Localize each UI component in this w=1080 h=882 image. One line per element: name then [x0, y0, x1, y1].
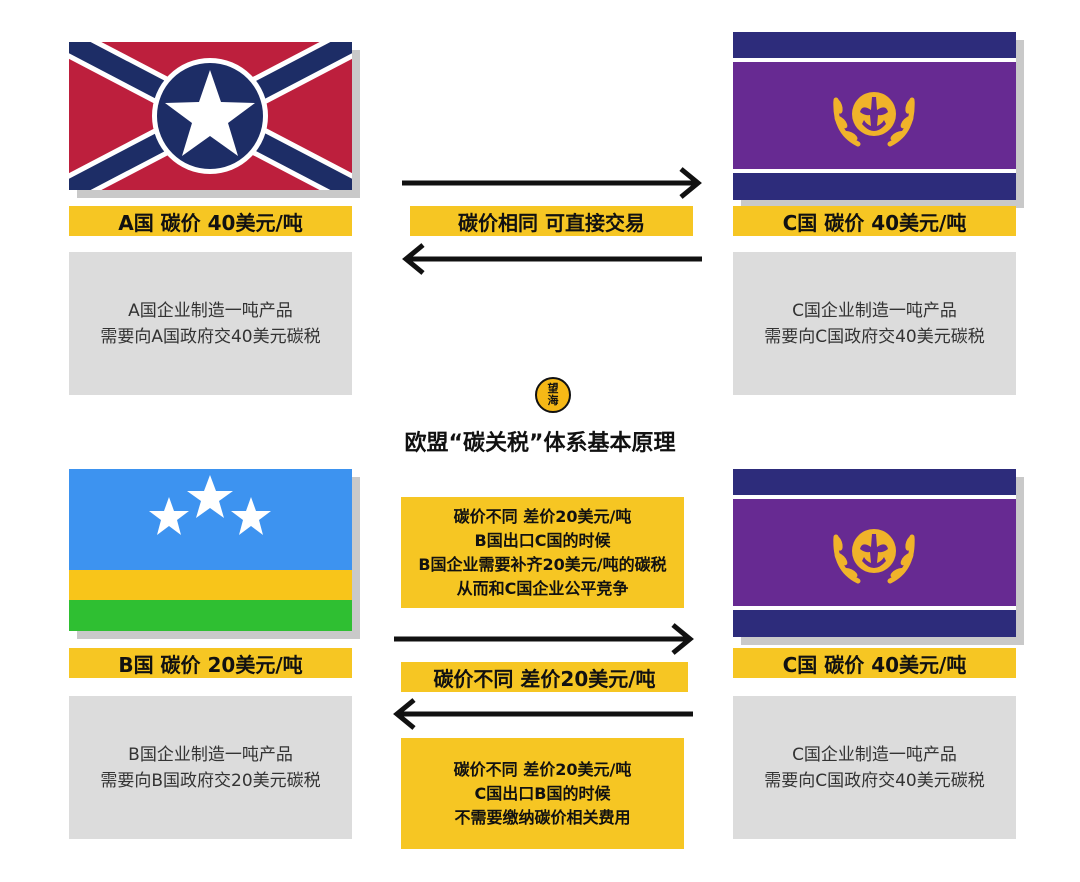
label-country-a: A国 碳价 40美元/吨 — [69, 206, 352, 236]
arrow-left-icon — [402, 243, 702, 275]
rebel-emblem-icon — [833, 92, 915, 147]
box-line: B国企业需要补齐20美元/吨的碳税 — [418, 554, 667, 574]
box-line: C国出口B国的时候 — [474, 783, 611, 803]
description-line: 需要向A国政府交40美元碳税 — [100, 326, 321, 347]
label-country-b: B国 碳价 20美元/吨 — [69, 648, 352, 678]
arrow-left-icon — [393, 698, 693, 730]
box-line: 碳价不同 差价20美元/吨 — [453, 506, 632, 526]
diagram-title: 欧盟“碳关税”体系基本原理 — [404, 431, 676, 456]
brand-logo: 望 海 — [535, 377, 571, 413]
label-same-carbon-price: 碳价相同 可直接交易 — [410, 206, 693, 236]
box-line: B国出口C国的时候 — [474, 530, 611, 550]
label-price-difference: 碳价不同 差价20美元/吨 — [401, 662, 688, 692]
arrow-right-icon — [394, 623, 694, 655]
description-line: 需要向B国政府交20美元碳税 — [100, 770, 321, 791]
export-b-to-c-box: 碳价不同 差价20美元/吨 B国出口C国的时候 B国企业需要补齐20美元/吨的碳… — [401, 497, 684, 608]
description-box-c-top: C国企业制造一吨产品 需要向C国政府交40美元碳税 — [733, 252, 1016, 395]
box-line: 从而和C国企业公平竞争 — [456, 578, 629, 598]
rebel-emblem-icon — [833, 529, 915, 584]
description-line: A国企业制造一吨产品 — [128, 300, 293, 321]
description-line: B国企业制造一吨产品 — [128, 744, 293, 765]
box-line: 不需要缴纳碳价相关费用 — [454, 807, 631, 827]
description-box-c-bottom: C国企业制造一吨产品 需要向C国政府交40美元碳税 — [733, 696, 1016, 839]
label-country-c-top: C国 碳价 40美元/吨 — [733, 206, 1016, 236]
description-line: C国企业制造一吨产品 — [792, 300, 957, 321]
description-line: 需要向C国政府交40美元碳税 — [764, 770, 985, 791]
flag-c-top — [733, 32, 1016, 200]
flag-a — [69, 42, 352, 190]
export-c-to-b-box: 碳价不同 差价20美元/吨 C国出口B国的时候 不需要缴纳碳价相关费用 — [401, 738, 684, 849]
logo-char: 海 — [547, 394, 559, 407]
description-line: C国企业制造一吨产品 — [792, 744, 957, 765]
label-country-c-bottom: C国 碳价 40美元/吨 — [733, 648, 1016, 678]
box-line: 碳价不同 差价20美元/吨 — [453, 759, 632, 779]
description-box-a: A国企业制造一吨产品 需要向A国政府交40美元碳税 — [69, 252, 352, 395]
flag-c-bottom — [733, 469, 1016, 637]
star-icon — [149, 475, 271, 535]
logo-char: 望 — [547, 382, 559, 395]
description-box-b: B国企业制造一吨产品 需要向B国政府交20美元碳税 — [69, 696, 352, 839]
arrow-right-icon — [402, 167, 702, 199]
flag-b — [69, 469, 352, 631]
description-line: 需要向C国政府交40美元碳税 — [764, 326, 985, 347]
